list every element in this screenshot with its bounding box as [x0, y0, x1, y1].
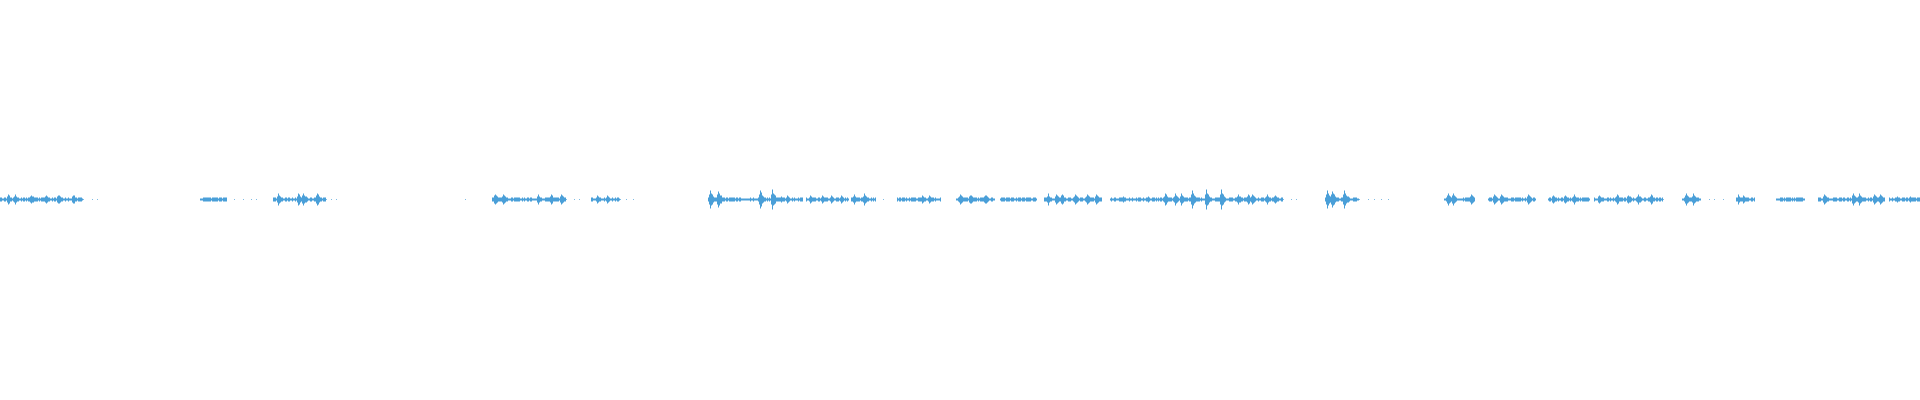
- waveform-segment: [1776, 197, 1805, 202]
- waveform-segment: [1160, 193, 1190, 206]
- waveform-segment: [1548, 194, 1590, 205]
- waveform-segment: [1736, 194, 1755, 205]
- waveform-segment: [708, 189, 787, 210]
- waveform-segment: [1044, 193, 1068, 206]
- waveform-segment: [1000, 197, 1037, 202]
- waveform-segment: [1868, 194, 1885, 205]
- waveform-segment: [1889, 196, 1920, 203]
- waveform-segment: [1818, 193, 1868, 206]
- waveform-segment: [956, 194, 995, 205]
- waveform-segment: [1188, 189, 1229, 210]
- waveform-segment: [591, 195, 620, 204]
- waveform-segment: [1229, 194, 1260, 205]
- waveform-segment: [200, 197, 227, 202]
- waveform-segment: [273, 193, 326, 206]
- waveform-segment: [1709, 199, 1724, 200]
- waveform-segment: [883, 199, 884, 200]
- waveform-segment: [778, 195, 803, 204]
- waveform-segment: [465, 199, 466, 200]
- waveform-segment: [1594, 194, 1663, 205]
- waveform-segment: [1325, 190, 1359, 209]
- waveform-segment: [897, 195, 941, 204]
- waveform-segment: [83, 199, 98, 200]
- waveform-segment: [492, 194, 566, 205]
- waveform-segment: [326, 199, 337, 200]
- waveform-segment: [1488, 194, 1536, 205]
- waveform-segment: [1663, 199, 1664, 200]
- waveform-segment: [566, 199, 580, 200]
- waveform-segment: [851, 193, 876, 206]
- waveform-bars: [0, 189, 1920, 210]
- waveform-segment: [234, 199, 257, 200]
- waveform-segment: [1260, 194, 1283, 205]
- waveform-segment: [1444, 193, 1475, 206]
- waveform-segment: [620, 199, 634, 200]
- waveform-segment: [1682, 193, 1701, 206]
- waveform-segment: [1359, 199, 1389, 200]
- waveform-segment: [1283, 199, 1297, 200]
- waveform-segment: [806, 195, 849, 204]
- waveform-segment: [0, 194, 83, 205]
- waveform-segment: [1068, 194, 1102, 205]
